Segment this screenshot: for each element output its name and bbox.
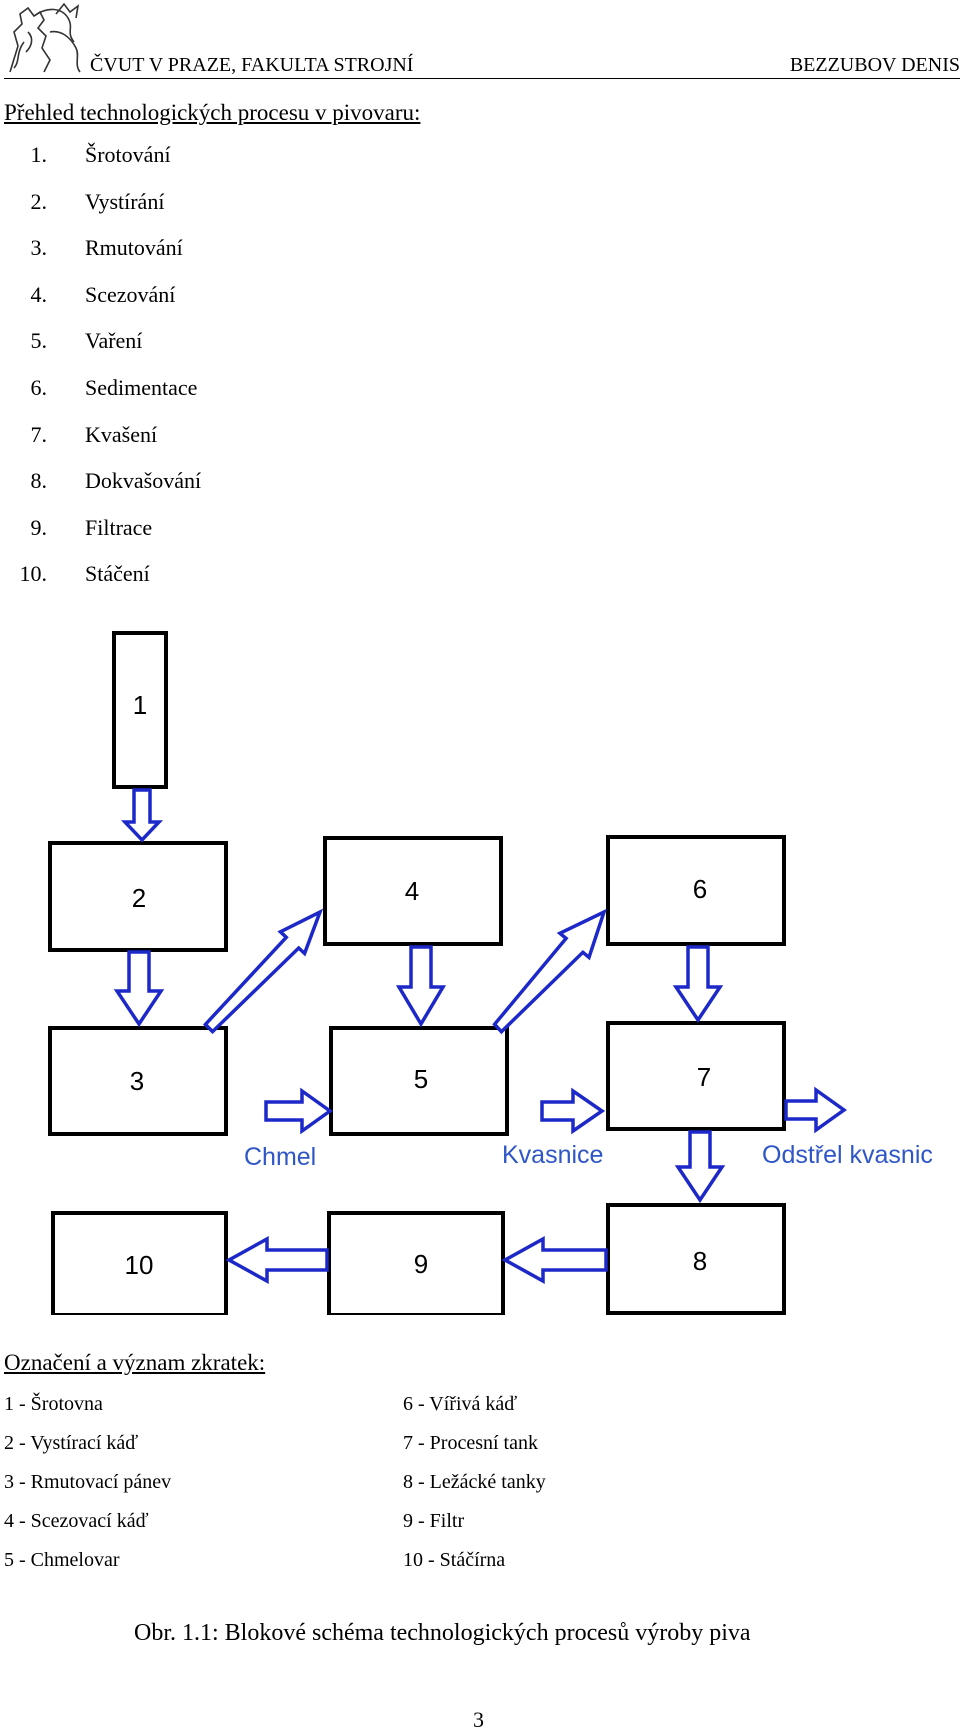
list-item: 9 - Filtr [403,1510,465,1532]
list-item: 5 - Chmelovar [4,1549,120,1571]
list-item: 3 - Rmutovací pánev [4,1471,172,1493]
svg-text:7: 7 [697,1062,711,1092]
list-item: 5.Vaření [30,328,143,354]
process-block-diagram: 1 2 3 4 5 6 7 8 9 10 Chmel Kvasnice Odst… [48,631,933,1315]
svg-text:8: 8 [693,1246,707,1276]
arrow-9-to-10 [225,1236,329,1284]
overview-title: Přehled technologických procesu v pivova… [4,100,421,125]
header-rule [4,78,960,79]
svg-text:3: 3 [130,1066,144,1096]
list-item: 2 - Vystírací káď [4,1432,139,1454]
list-item: 7 - Procesní tank [403,1432,538,1454]
arrow-odstrel-output [784,1086,848,1134]
list-item: 1.Šrotování [30,142,171,167]
list-item: 7.Kvašení [30,421,158,447]
arrow-kvasnice-input [540,1087,606,1135]
page-number: 3 [473,1707,484,1732]
arrow-5-to-6 [492,908,607,1035]
box-1: 1 [112,631,168,789]
header-author: BEZZUBOV DENIS [789,54,960,76]
input-label-chmel: Chmel [244,1143,316,1171]
svg-text:6: 6 [693,874,707,904]
process-steps-list: 1.Šrotování 2.Vystírání 3.Rmutování 4.Sc… [0,140,400,606]
arrow-7-to-8 [674,1130,726,1204]
output-label-odstrel: Odstřel kvasnic [762,1141,933,1169]
box-4: 4 [323,836,503,946]
list-item: 3.Rmutování [30,235,183,261]
box-8: 8 [606,1203,786,1315]
box-2: 2 [48,841,228,952]
arrow-6-to-7 [672,945,724,1024]
list-item: 10.Stáčení [19,561,150,587]
svg-text:1: 1 [133,690,147,720]
svg-text:4: 4 [405,876,419,906]
arrow-chmel-input [264,1087,334,1135]
list-item: 8.Dokvašování [30,468,202,494]
svg-text:2: 2 [132,883,146,913]
arrow-2-to-3 [113,950,165,1028]
svg-text:9: 9 [414,1249,428,1279]
arrow-3-to-4 [202,908,324,1035]
abbreviations-right-column: 6 - Vířivá káď 7 - Procesní tank 8 - Lež… [403,1392,546,1587]
box-10: 10 [51,1211,228,1315]
university-lion-logo [9,2,81,73]
figure-caption: Obr. 1.1: Blokové schéma technologických… [134,1620,751,1646]
abbreviations-title: Označení a význam zkratek: [4,1350,266,1375]
list-item: 4.Scezování [30,281,176,307]
list-item: 10 - Stáčírna [403,1549,506,1571]
arrow-1-to-2 [120,788,164,843]
list-item: 1 - Šrotovna [4,1393,103,1415]
list-item: 4 - Scezovací káď [4,1510,149,1532]
box-7: 7 [606,1021,786,1131]
header-faculty: ČVUT V PRAZE, FAKULTA STROJNÍ [90,54,414,76]
box-6: 6 [606,835,786,946]
list-item: 6.Sedimentace [30,374,198,400]
abbreviations-left-column: 1 - Šrotovna 2 - Vystírací káď 3 - Rmuto… [4,1392,171,1587]
svg-text:10: 10 [125,1250,154,1280]
list-item: 8 - Ležácké tanky [403,1471,546,1493]
box-3: 3 [48,1026,228,1136]
list-item: 6 - Vířivá káď [403,1393,518,1415]
box-5: 5 [329,1026,509,1136]
arrow-8-to-9 [501,1236,608,1284]
input-label-kvasnice: Kvasnice [502,1141,603,1169]
svg-text:5: 5 [414,1064,428,1094]
list-item: 2.Vystírání [30,188,165,214]
list-item: 9.Filtrace [30,514,153,540]
box-9: 9 [327,1211,505,1315]
arrow-4-to-5 [395,945,447,1028]
